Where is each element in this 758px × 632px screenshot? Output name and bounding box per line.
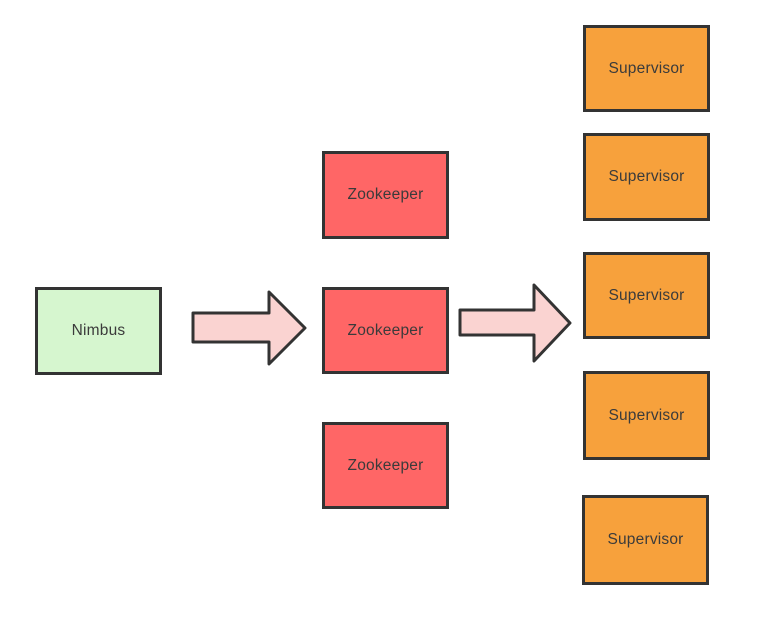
node-zookeeper-label: Zookeeper (347, 456, 424, 474)
node-zookeeper-1: Zookeeper (322, 151, 449, 239)
node-supervisor-label: Supervisor (608, 286, 685, 304)
node-zookeeper-3: Zookeeper (322, 422, 449, 509)
node-zookeeper-2: Zookeeper (322, 287, 449, 374)
node-supervisor-label: Supervisor (608, 168, 685, 185)
node-nimbus-label: Nimbus (71, 322, 126, 339)
node-supervisor-label: Supervisor (608, 59, 685, 77)
node-supervisor-5: Supervisor (582, 495, 709, 585)
node-nimbus: Nimbus (35, 287, 162, 375)
node-supervisor-2: Supervisor (583, 133, 710, 221)
node-supervisor-label: Supervisor (608, 406, 685, 424)
block-arrow-shape (191, 290, 307, 366)
node-zookeeper-label: Zookeeper (347, 186, 424, 203)
node-supervisor-4: Supervisor (583, 371, 710, 460)
arrow-right-zookeeper-to-supervisor (458, 283, 572, 363)
node-zookeeper-label: Zookeeper (347, 321, 424, 339)
node-supervisor-label: Supervisor (607, 531, 684, 548)
block-arrow-shape (458, 283, 572, 363)
arrow-right-nimbus-to-zookeeper (191, 290, 307, 366)
node-supervisor-1: Supervisor (583, 25, 710, 112)
node-supervisor-3: Supervisor (583, 252, 710, 339)
